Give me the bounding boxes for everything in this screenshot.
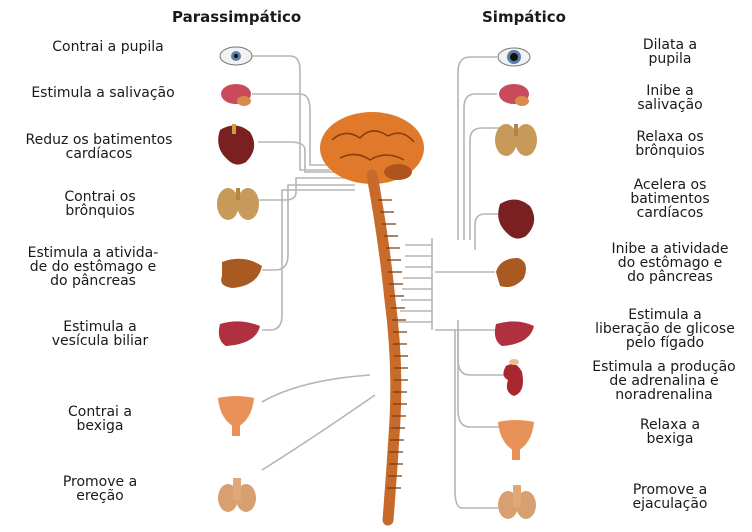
ganglion-chain: [398, 245, 432, 322]
liver-icon: [495, 321, 534, 346]
bladder-icon: [498, 420, 534, 460]
nerve-line: [262, 185, 355, 270]
lungs-icon: [217, 188, 259, 220]
nerve-line: [250, 56, 330, 170]
genitals-icon: [218, 478, 256, 512]
nerve-line: [262, 190, 355, 330]
lungs-icon: [495, 124, 537, 156]
eye-icon: [498, 48, 530, 66]
eye-icon: [220, 47, 252, 65]
nerve-line: [475, 214, 498, 250]
heart-icon: [218, 124, 254, 165]
kidney-icon: [503, 359, 523, 396]
nerve-line: [262, 395, 375, 470]
salivary-gland-icon: [499, 84, 529, 106]
spinal-cord: [372, 175, 396, 520]
nerve-line: [464, 94, 497, 240]
liver-icon: [219, 321, 260, 346]
stomach-icon: [496, 258, 526, 287]
nerve-line: [262, 375, 370, 402]
nerve-line: [455, 330, 498, 508]
heart-icon: [498, 199, 534, 238]
stomach-icon: [221, 259, 262, 288]
nerve-line: [458, 330, 500, 427]
genitals-icon: [498, 485, 536, 519]
bladder-icon: [218, 396, 254, 436]
salivary-gland-icon: [221, 84, 251, 106]
nerve-line: [258, 178, 345, 200]
